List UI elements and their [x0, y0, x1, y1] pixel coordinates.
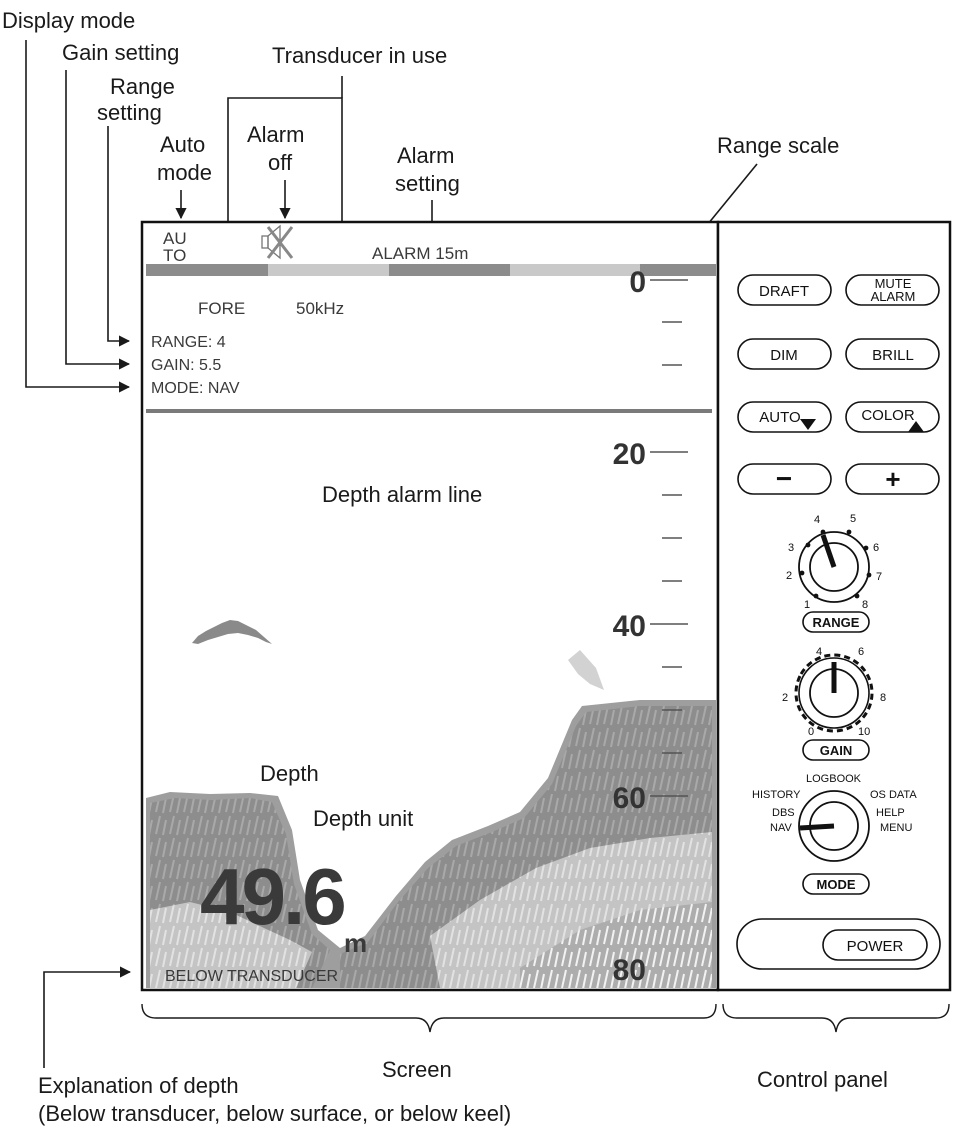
callout-range-scale: Range scale [717, 133, 839, 158]
range-readout: RANGE: 4 [151, 334, 226, 351]
gain-tick-6: 6 [858, 646, 864, 658]
mode-position-os-data: OS DATA [870, 789, 917, 801]
callout-auto-mode-1: Auto [160, 132, 205, 157]
explanation-of-depth-2: (Below transducer, below surface, or bel… [38, 1101, 511, 1126]
small-echo [568, 650, 604, 690]
frequency-readout: 50kHz [296, 299, 344, 318]
callout-depth-unit: Depth unit [313, 806, 413, 831]
callout-alarm-off-2: off [268, 150, 293, 175]
mode-knob[interactable]: LOGBOOK HISTORY OS DATA DBS HELP NAV MEN… [752, 773, 917, 895]
fish-echo [192, 620, 272, 644]
power-button-label: POWER [847, 938, 904, 955]
auto-indicator-line2: TO [163, 246, 186, 265]
mode-position-menu: MENU [880, 822, 912, 834]
range-scale: 0 20 40 60 80 [613, 266, 688, 987]
callout-gain-setting: Gain setting [62, 40, 179, 65]
gain-knob[interactable]: 0 2 4 6 8 10 GAIN [782, 641, 886, 761]
callout-range-setting-2: setting [97, 100, 162, 125]
range-knob-dots [799, 529, 872, 599]
mute-alarm-button[interactable]: MUTE ALARM [845, 274, 940, 306]
minus-button[interactable]: − [737, 463, 832, 495]
depth-reference-readout: BELOW TRANSDUCER [165, 968, 338, 985]
mute-alarm-label-2: ALARM [871, 289, 916, 304]
callout-transducer-in-use: Transducer in use [272, 43, 447, 68]
brill-button-label: BRILL [872, 347, 914, 364]
range-tick-2: 2 [786, 570, 792, 582]
explanation-of-depth-1: Explanation of depth [38, 1073, 239, 1098]
mode-position-history: HISTORY [752, 789, 801, 801]
mode-knob-pointer [799, 823, 835, 831]
gain-tick-0: 0 [808, 726, 814, 738]
gain-tick-4: 4 [816, 646, 822, 658]
callout-auto-mode-2: mode [157, 160, 212, 185]
screen: AU TO ALARM 15m FORE 50kHz RANGE: 4 GAIN… [140, 220, 720, 992]
screen-label: Screen [382, 1057, 452, 1082]
minus-button-label: − [776, 463, 792, 494]
down-triangle-icon [800, 419, 816, 430]
callout-alarm-off-1: Alarm [247, 122, 304, 147]
range-tick-4: 4 [814, 514, 820, 526]
gain-knob-label: GAIN [820, 743, 853, 758]
range-scale-ticks [650, 279, 688, 797]
draft-button[interactable]: DRAFT [737, 274, 832, 306]
auto-button[interactable]: AUTO [737, 401, 832, 433]
range-tick-5: 5 [850, 513, 856, 525]
dim-button-label: DIM [770, 347, 798, 364]
auto-indicator-line1: AU [163, 229, 187, 248]
callout-alarm-setting-1: Alarm [397, 143, 454, 168]
mode-readout: MODE: NAV [151, 380, 240, 397]
depth-unit-readout: m [344, 928, 367, 958]
alarm-setting-readout: ALARM 15m [372, 244, 468, 263]
callout-alarm-setting-2: setting [395, 171, 460, 196]
range-knob[interactable]: 1 2 3 4 5 6 7 8 RANGE [786, 513, 882, 633]
mute-alarm-label-1: MUTE [875, 276, 912, 291]
gain-tick-2: 2 [782, 692, 788, 704]
seabed-echo [146, 700, 716, 988]
mode-knob-label: MODE [817, 877, 856, 892]
transducer-readout: FORE [198, 299, 245, 318]
control-panel: DRAFT MUTE ALARM DIM BRILL AUTO COLOR − [716, 220, 952, 992]
range-knob-label: RANGE [813, 615, 860, 630]
scale-label-60: 60 [613, 782, 646, 815]
alarm-off-icon [261, 224, 294, 260]
power-switch[interactable]: POWER [736, 918, 941, 970]
range-tick-6: 6 [873, 542, 879, 554]
bottom-braces [141, 1003, 950, 1033]
gain-tick-8: 8 [880, 692, 886, 704]
range-tick-8: 8 [862, 599, 868, 611]
depth-readout: 49.6 [200, 852, 344, 941]
callout-range-setting-1: Range [110, 74, 175, 99]
color-button[interactable]: COLOR [845, 401, 940, 433]
color-button-label: COLOR [861, 407, 915, 424]
auto-button-label: AUTO [759, 409, 800, 426]
plus-button[interactable]: + [845, 463, 940, 495]
alarm-zone-bar [146, 264, 716, 276]
dim-button[interactable]: DIM [737, 338, 832, 370]
scale-label-20: 20 [613, 438, 646, 471]
callout-depth: Depth [260, 761, 319, 786]
mode-position-nav: NAV [770, 822, 792, 834]
range-knob-pointer [820, 534, 837, 568]
gain-tick-10: 10 [858, 726, 870, 738]
mode-position-dbs: DBS [772, 807, 795, 819]
gain-readout: GAIN: 5.5 [151, 357, 221, 374]
up-triangle-icon [908, 421, 924, 432]
callout-depth-alarm-line: Depth alarm line [322, 482, 482, 507]
range-tick-7: 7 [876, 571, 882, 583]
scale-label-80: 80 [613, 954, 646, 987]
scale-label-0: 0 [629, 266, 646, 299]
range-tick-1: 1 [804, 599, 810, 611]
callout-display-mode: Display mode [2, 8, 135, 33]
scale-label-40: 40 [613, 610, 646, 643]
brill-button[interactable]: BRILL [845, 338, 940, 370]
control-panel-label: Control panel [757, 1067, 888, 1092]
mode-position-help: HELP [876, 807, 905, 819]
range-tick-3: 3 [788, 542, 794, 554]
plus-button-label: + [885, 464, 900, 494]
draft-button-label: DRAFT [759, 283, 809, 300]
mode-position-logbook: LOGBOOK [806, 773, 862, 785]
